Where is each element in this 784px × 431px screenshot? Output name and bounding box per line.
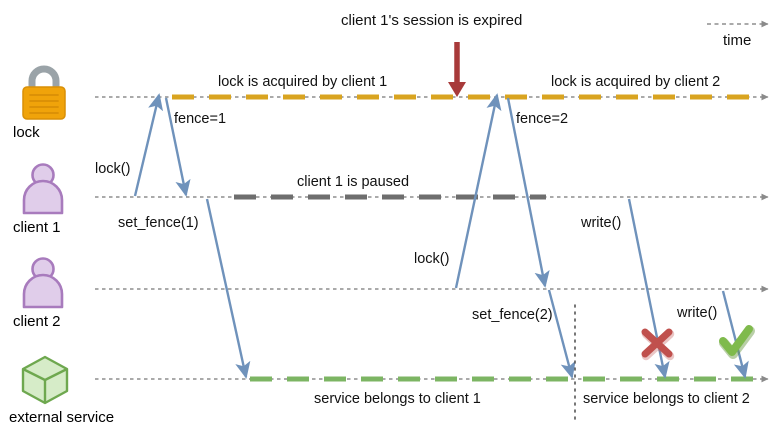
note-lock-acquired-client1: lock is acquired by client 1: [218, 74, 388, 90]
label-lock-call-1: lock(): [95, 161, 131, 177]
session-expired-note: client 1's session is expired: [341, 12, 523, 29]
label-fence-1: fence=1: [174, 111, 227, 127]
label-write-client1: write(): [581, 215, 622, 231]
lane-label-lock: lock: [13, 124, 40, 141]
cube-icon: [21, 355, 69, 405]
time-axis-label: time: [723, 32, 752, 49]
lane-label-service: external service: [9, 409, 115, 426]
arrow-fence-2: [506, 97, 550, 288]
green-check-icon: [719, 325, 755, 359]
person-icon: [22, 163, 64, 215]
lane-label-client1: client 1: [13, 219, 61, 236]
label-fence-2: fence=2: [516, 111, 569, 127]
arrow-set-fence-2: [547, 289, 576, 379]
arrow-set-fence-1: [205, 198, 251, 379]
person-icon: [22, 257, 64, 309]
note-client1-paused: client 1 is paused: [297, 174, 410, 190]
arrow-fence-1: [164, 97, 191, 197]
arrow-write-client2: [721, 290, 749, 379]
label-set-fence-1: set_fence(1): [118, 215, 199, 231]
label-write-client2: write(): [677, 305, 718, 321]
session-expired-arrow-icon: [448, 42, 466, 97]
padlock-icon: [22, 65, 66, 120]
label-lock-call-2: lock(): [414, 251, 450, 267]
arrow-lock-call-2: [454, 93, 502, 289]
lane-label-client2: client 2: [13, 313, 61, 330]
note-service-client2: service belongs to client 2: [583, 391, 750, 407]
note-service-client1: service belongs to client 1: [314, 391, 481, 407]
red-x-icon: [641, 328, 675, 361]
message-arrows: [133, 93, 749, 379]
label-set-fence-2: set_fence(2): [472, 307, 553, 323]
arrow-lock-call-1: [133, 93, 164, 197]
note-lock-acquired-client2: lock is acquired by client 2: [551, 74, 721, 90]
